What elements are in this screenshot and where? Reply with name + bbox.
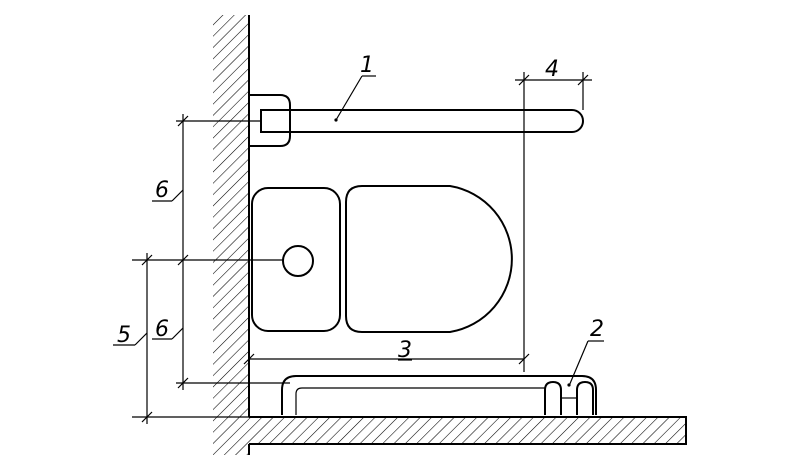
extension-lines: [132, 120, 290, 418]
toilet: [251, 185, 513, 333]
label-spacing-lower: 6: [155, 317, 169, 342]
leader-dot-2: [567, 383, 571, 387]
label-grab-bar: 1: [360, 53, 374, 78]
label-rail-height: 5: [117, 323, 131, 348]
label-folding-rail: 2: [590, 317, 604, 342]
dimension-3: [243, 353, 530, 365]
leader-lines: [113, 75, 604, 387]
label-spacing-upper: 6: [155, 178, 169, 203]
dimension-5: [141, 253, 153, 424]
folding-rail: [281, 375, 597, 415]
wall: [213, 15, 250, 455]
floor: [249, 416, 687, 445]
grab-bar: [249, 94, 584, 147]
dimension-6-chain: [177, 114, 189, 390]
dimension-4: [515, 72, 592, 372]
label-projection-length: 3: [398, 338, 412, 363]
label-rail-overhang: 4: [545, 57, 559, 82]
leader-dot-1: [334, 118, 338, 122]
